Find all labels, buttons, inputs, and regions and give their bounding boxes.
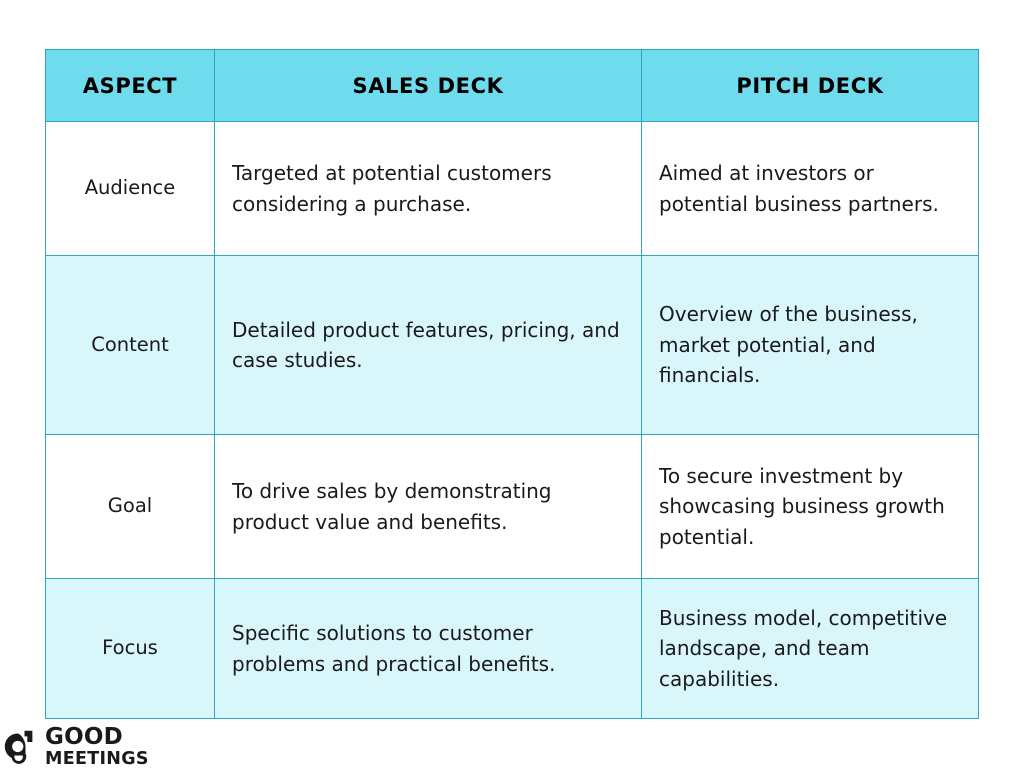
cell-pitch-deck: Business model, competitive landscape, a… bbox=[641, 578, 979, 719]
comparison-table: ASPECT SALES DECK PITCH DECK Audience Ta… bbox=[45, 49, 979, 719]
table-row: Content Detailed product features, prici… bbox=[45, 255, 979, 435]
cell-sales-deck: To drive sales by demonstrating product … bbox=[214, 434, 642, 579]
good-meetings-logo: GOOD MEETINGS bbox=[2, 726, 149, 769]
cell-sales-deck: Specific solutions to customer problems … bbox=[214, 578, 642, 719]
logo-word-good: GOOD bbox=[45, 724, 123, 750]
cell-aspect: Content bbox=[45, 255, 215, 435]
cell-aspect: Goal bbox=[45, 434, 215, 579]
cell-aspect: Audience bbox=[45, 121, 215, 256]
logo-wordmark: GOOD MEETINGS bbox=[45, 726, 149, 769]
good-meetings-g-mark-icon bbox=[4, 730, 33, 765]
logo-word-meetings: MEETINGS bbox=[45, 749, 149, 769]
table-row: Audience Targeted at potential customers… bbox=[45, 121, 979, 256]
column-header-sales-deck: SALES DECK bbox=[214, 49, 642, 122]
column-header-pitch-deck: PITCH DECK bbox=[641, 49, 979, 122]
cell-aspect: Focus bbox=[45, 578, 215, 719]
table-row: Goal To drive sales by demonstrating pro… bbox=[45, 434, 979, 579]
cell-sales-deck: Targeted at potential customers consider… bbox=[214, 121, 642, 256]
cell-sales-deck: Detailed product features, pricing, and … bbox=[214, 255, 642, 435]
cell-pitch-deck: To secure investment by showcasing busin… bbox=[641, 434, 979, 579]
column-header-aspect: ASPECT bbox=[45, 49, 215, 122]
table-row: Focus Specific solutions to customer pro… bbox=[45, 578, 979, 719]
table-header-row: ASPECT SALES DECK PITCH DECK bbox=[45, 49, 979, 122]
cell-pitch-deck: Aimed at investors or potential business… bbox=[641, 121, 979, 256]
cell-pitch-deck: Overview of the business, market potenti… bbox=[641, 255, 979, 435]
